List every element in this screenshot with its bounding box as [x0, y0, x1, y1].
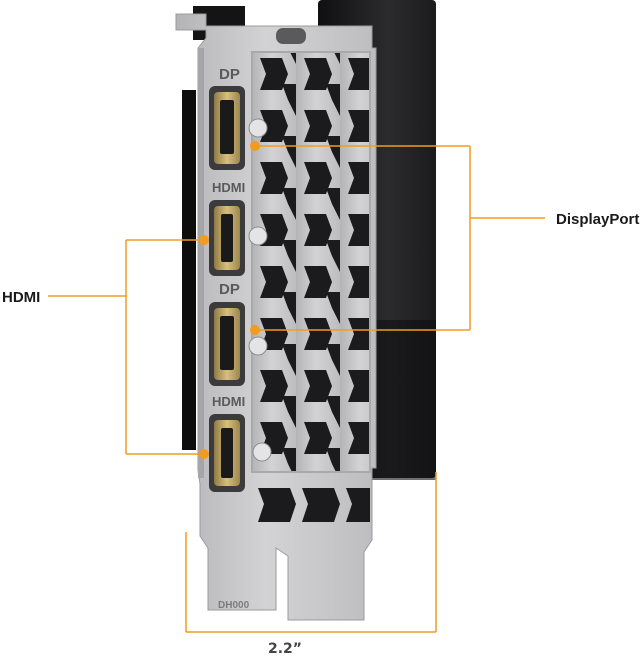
hdmi-label: HDMI [2, 289, 40, 306]
displayport-port-2 [209, 302, 268, 386]
displayport-callout [250, 141, 545, 335]
width-dimension-label: 2.2” [268, 641, 302, 657]
engraving-hdmi-top: HDMI [212, 180, 245, 195]
engraving-part-code: DH000 [218, 600, 250, 611]
bracket-lower-vents [258, 488, 370, 522]
engraving-dp-top: DP [219, 66, 240, 83]
hdmi-port-2 [209, 414, 272, 492]
engraving-hdmi-bottom: HDMI [212, 394, 245, 409]
bracket-vent-holes [251, 51, 371, 473]
hdmi-port-1 [209, 200, 268, 276]
bracket-engravings: DP HDMI DP HDMI DH000 [212, 66, 250, 611]
displayport-port-1 [209, 86, 268, 170]
width-dimension-line [185, 472, 437, 633]
hdmi-callout [48, 235, 209, 459]
displayport-label: DisplayPort [556, 211, 639, 228]
engraving-dp-mid: DP [219, 281, 240, 298]
